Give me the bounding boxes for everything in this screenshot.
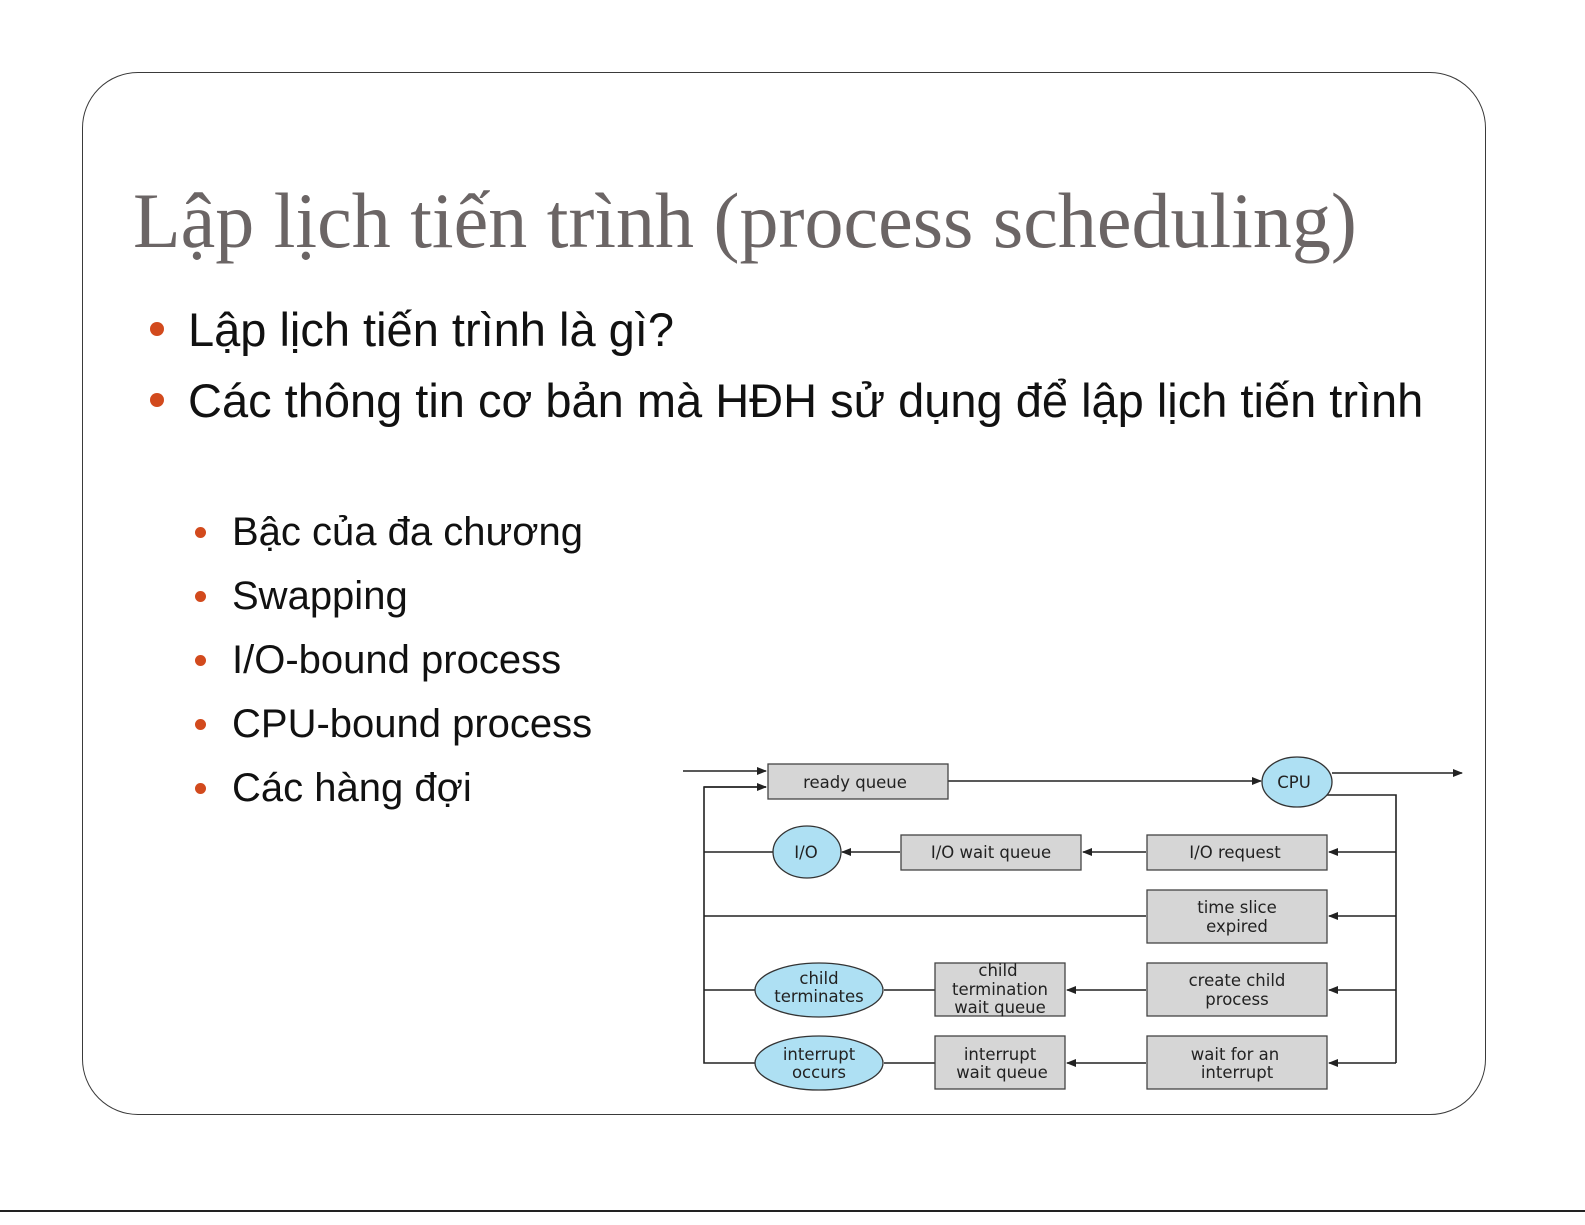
cpu-oval: CPU bbox=[1261, 756, 1333, 808]
interrupt-wait-queue-label-line1: interrupt bbox=[964, 1045, 1037, 1064]
sub-bullet-item: Các hàng đợi bbox=[195, 763, 472, 813]
time-slice-label-line1: time slice bbox=[1197, 898, 1277, 917]
io-wait-queue-label: I/O wait queue bbox=[931, 843, 1051, 862]
child-terminates-label-line1: child bbox=[799, 969, 838, 988]
sub-bullet-item: Swapping bbox=[195, 571, 408, 621]
interrupt-occurs-label-line2: occurs bbox=[792, 1063, 846, 1082]
create-child-label-line1: create child bbox=[1189, 971, 1286, 990]
child-terminates-oval: child terminates bbox=[754, 962, 884, 1018]
child-wait-queue-label-line2: termination bbox=[952, 980, 1048, 999]
child-wait-queue-label-line1: child bbox=[978, 961, 1017, 980]
diagram-connectors bbox=[683, 767, 1463, 1067]
io-oval: I/O bbox=[772, 825, 842, 879]
interrupt-wait-queue-box: interrupt wait queue bbox=[934, 1035, 1066, 1090]
wait-interrupt-label-line2: interrupt bbox=[1201, 1063, 1274, 1082]
child-wait-queue-label-line3: wait queue bbox=[954, 998, 1046, 1017]
time-slice-label-line2: expired bbox=[1206, 917, 1268, 936]
bullet-item: Lập lịch tiến trình là gì? bbox=[150, 298, 1448, 362]
create-child-label-line2: process bbox=[1205, 990, 1268, 1009]
child-termination-wait-queue-box: child termination wait queue bbox=[934, 961, 1066, 1017]
io-request-box: I/O request bbox=[1146, 834, 1328, 871]
sub-bullet-item: Bậc của đa chương bbox=[195, 507, 583, 557]
sub-bullet-item: CPU-bound process bbox=[194, 699, 592, 749]
interrupt-wait-queue-label-line2: wait queue bbox=[956, 1063, 1048, 1082]
io-wait-queue-box: I/O wait queue bbox=[900, 834, 1082, 871]
child-terminates-label-line2: terminates bbox=[774, 987, 864, 1006]
interrupt-occurs-oval: interrupt occurs bbox=[754, 1035, 884, 1091]
wait-interrupt-label-line1: wait for an bbox=[1191, 1045, 1279, 1064]
time-slice-expired-box: time slice expired bbox=[1146, 889, 1328, 944]
bullet-item: Các thông tin cơ bản mà HĐH sử dụng để l… bbox=[150, 369, 1448, 433]
wait-for-interrupt-box: wait for an interrupt bbox=[1146, 1035, 1328, 1090]
io-label: I/O bbox=[794, 843, 817, 862]
io-request-label: I/O request bbox=[1189, 843, 1281, 862]
page-bottom-rule bbox=[0, 1210, 1585, 1212]
cpu-label: CPU bbox=[1277, 773, 1311, 792]
scheduling-queue-diagram: ready queue CPU I/O I/O wait queue I/O r… bbox=[683, 756, 1463, 1091]
ready-queue-box: ready queue bbox=[767, 763, 949, 800]
sub-bullet-item: I/O-bound process bbox=[194, 635, 561, 685]
create-child-process-box: create child process bbox=[1146, 962, 1328, 1017]
ready-queue-label: ready queue bbox=[803, 773, 907, 792]
slide-title: Lập lịch tiến trình (process scheduling) bbox=[133, 177, 1357, 264]
interrupt-occurs-label-line1: interrupt bbox=[783, 1045, 856, 1064]
